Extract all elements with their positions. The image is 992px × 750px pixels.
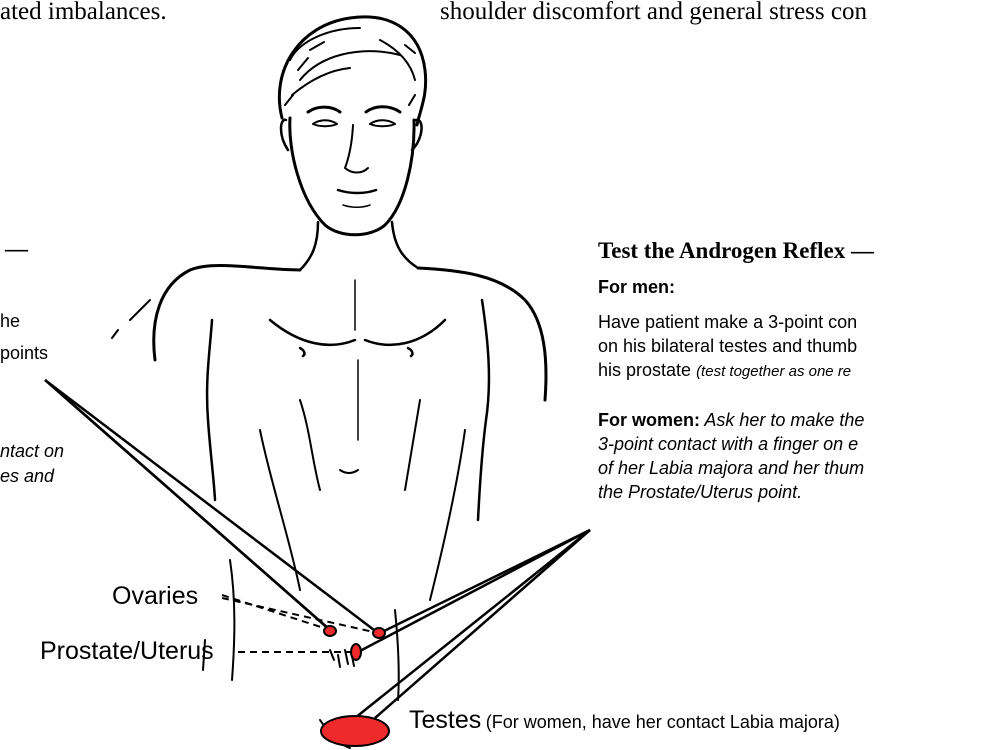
top-left-text-fragment: ated imbalances.: [0, 0, 167, 26]
men-instruction-line3: his prostate (test together as one re: [598, 359, 851, 383]
women-instruction-line1: For women: Ask her to make the: [598, 409, 864, 432]
for-women-label: For women:: [598, 410, 700, 430]
prostate-uterus-label: Prostate/Uterus: [40, 637, 214, 666]
left-connector-lines: [45, 380, 378, 633]
men-instruction-line1: Have patient make a 3-point con: [598, 311, 857, 334]
men-instruction-line2: on his bilateral testes and thumb: [598, 335, 857, 358]
for-men-label: For men:: [598, 276, 675, 299]
women-instruction-line2: 3-point contact with a finger on e: [598, 433, 858, 456]
left-text-line1: he: [0, 310, 20, 333]
women-instruction-line1-text: Ask her to make the: [700, 410, 864, 430]
left-text-line2: points: [0, 342, 48, 365]
women-instruction-line3: of her Labia majora and her thum: [598, 457, 864, 480]
ovary-point-right: [373, 628, 385, 638]
men-instruction-line3-text: his prostate: [598, 360, 696, 380]
men-instruction-note: (test together as one re: [696, 363, 851, 380]
testes-label-group: Testes (For women, have her contact Labi…: [409, 706, 840, 735]
prostate-uterus-point: [351, 644, 361, 660]
testes-point: [321, 716, 389, 746]
left-text-line3: ntact on: [0, 440, 64, 463]
ovary-point-left: [324, 626, 336, 636]
androgen-reflex-heading: Test the Androgen Reflex —: [598, 238, 874, 264]
right-connector-lines: [355, 530, 590, 718]
women-instruction-line4: the Prostate/Uterus point.: [598, 481, 802, 504]
left-text-line4: es and: [0, 465, 54, 488]
left-heading-fragment: —: [5, 236, 28, 262]
testes-label: Testes: [409, 706, 481, 734]
testes-note: (For women, have her contact Labia major…: [486, 712, 840, 732]
top-right-text-fragment: shoulder discomfort and general stress c…: [440, 0, 867, 26]
ovaries-label: Ovaries: [112, 582, 198, 611]
